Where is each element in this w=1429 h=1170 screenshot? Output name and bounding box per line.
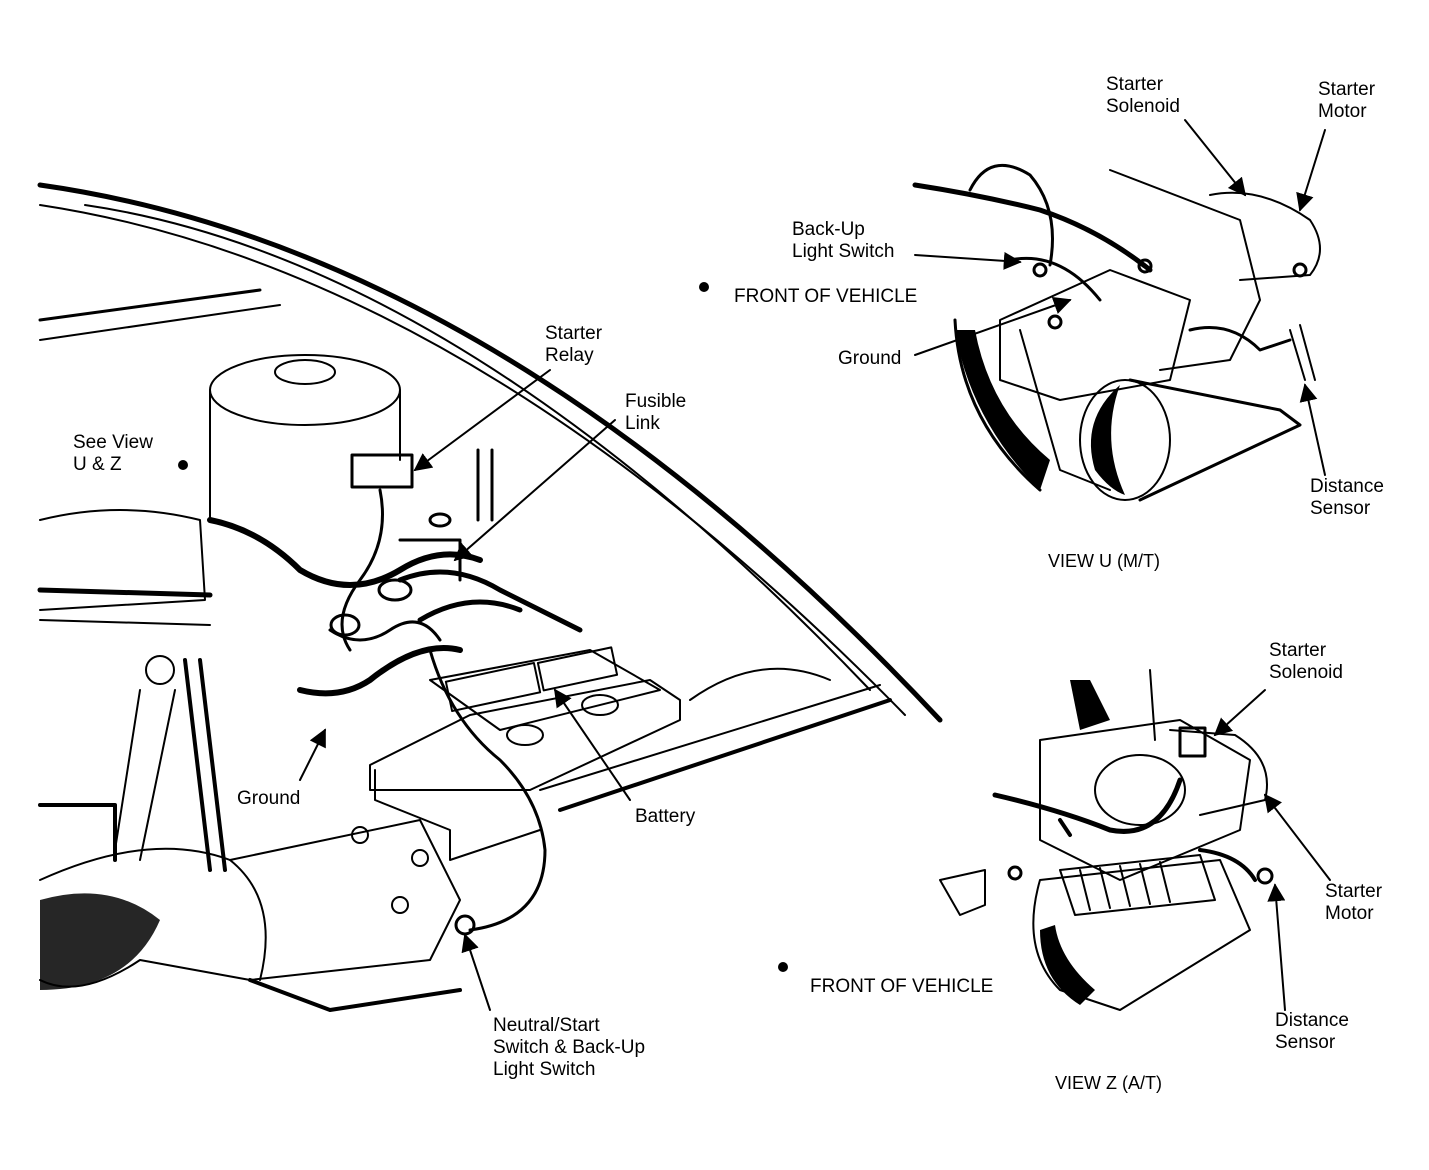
see-view-label: See View U & Z <box>73 432 153 475</box>
view-z-starter-solenoid-label: Starter Solenoid <box>1269 640 1343 683</box>
fusible-link-label: Fusible Link <box>625 391 687 434</box>
view-z-leaders <box>1213 689 1331 1011</box>
reference-dots <box>178 282 788 972</box>
main-view-leaders <box>299 369 631 1011</box>
view-u-leaders <box>914 119 1326 476</box>
view-u-ground-label: Ground <box>838 348 902 369</box>
view-z-starter-motor-label: Starter Motor <box>1325 881 1383 924</box>
engine-compartment-illustration <box>37 182 943 1012</box>
neutral-start-switch-label: Neutral/Start Switch & Back-Up Light Swi… <box>493 1015 646 1080</box>
view-z-caption: VIEW Z (A/T) <box>1055 1073 1162 1093</box>
view-u-distance-sensor-label: Distance Sensor <box>1310 476 1384 519</box>
ground-label-main: Ground <box>237 788 301 809</box>
view-u-front-of-vehicle-label: FRONT OF VEHICLE <box>734 286 918 307</box>
view-u-backup-light-switch-label: Back-Up Light Switch <box>792 219 895 262</box>
reference-dot-icon <box>178 460 188 470</box>
view-u-starter-motor-label: Starter Motor <box>1318 79 1376 122</box>
view-z-distance-sensor-label: Distance Sensor <box>1275 1010 1349 1053</box>
starter-relay-label: Starter Relay <box>545 323 603 366</box>
battery-label: Battery <box>635 806 696 827</box>
view-u-starter-solenoid-label: Starter Solenoid <box>1106 74 1180 117</box>
reference-dot-icon <box>778 962 788 972</box>
view-z-illustration <box>939 669 1274 1011</box>
view-u-caption: VIEW U (M/T) <box>1048 551 1160 571</box>
reference-dot-icon <box>699 282 709 292</box>
view-z-front-of-vehicle-label: FRONT OF VEHICLE <box>810 976 994 997</box>
